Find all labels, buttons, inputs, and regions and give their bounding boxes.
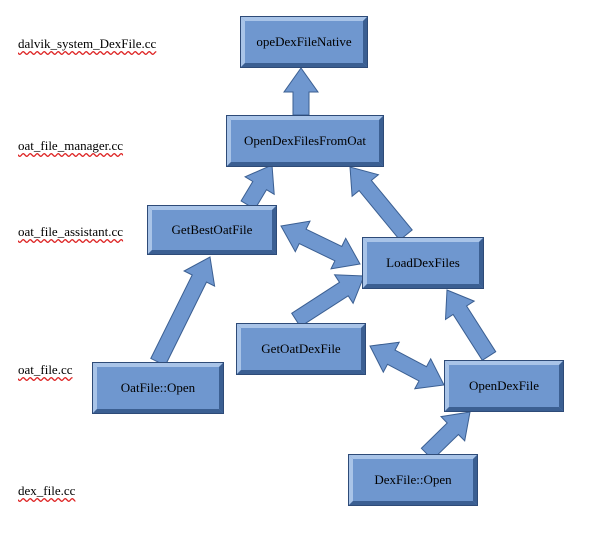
node-opeDexFileNative[interactable]: opeDexFileNative (240, 16, 368, 68)
arrow-fromoat-to-native (283, 67, 319, 116)
arrow-oatfile-to-getbest (150, 256, 216, 367)
node-OatFileOpen[interactable]: OatFile::Open (92, 362, 224, 414)
arrow-getbest-to-fromoat (240, 164, 275, 210)
node-label-GetBestOatFile: GetBestOatFile (172, 222, 253, 237)
node-label-GetOatDexFile: GetOatDexFile (261, 341, 341, 356)
node-label-LoadDexFiles: LoadDexFiles (386, 255, 460, 270)
arrow-loaddex-to-fromoat (349, 166, 413, 241)
file-label-dalvik: dalvik_system_DexFile.cc (18, 36, 157, 51)
node-OpenDexFilesFromOat[interactable]: OpenDexFilesFromOat (226, 115, 384, 167)
node-GetBestOatFile[interactable]: GetBestOatFile (147, 205, 277, 255)
arrow-getoatdex-opendex (369, 341, 445, 390)
file-label-oat-file-assistant: oat_file_assistant.cc (18, 224, 124, 239)
node-label-opeDexFileNative: opeDexFileNative (256, 34, 352, 49)
arrow-getbest-loaddex (280, 220, 361, 270)
file-label-oat-file: oat_file.cc (18, 362, 73, 377)
arrow-dexopen-to-opendex (420, 411, 471, 461)
node-OpenDexFile[interactable]: OpenDexFile (444, 360, 564, 412)
node-label-DexFileOpen: DexFile::Open (374, 472, 452, 487)
node-label-OpenDexFilesFromOat: OpenDexFilesFromOat (244, 133, 366, 148)
file-label-dex-file: dex_file.cc (18, 483, 76, 498)
node-LoadDexFiles[interactable]: LoadDexFiles (362, 237, 484, 289)
node-label-OatFileOpen: OatFile::Open (121, 380, 196, 395)
file-label-oat-file-manager: oat_file_manager.cc (18, 138, 124, 153)
node-label-OpenDexFile: OpenDexFile (469, 378, 539, 393)
arrow-opendex-to-loaddex (444, 289, 497, 361)
arrow-getoatdex-to-loaddex (291, 274, 365, 328)
node-GetOatDexFile[interactable]: GetOatDexFile (236, 323, 366, 375)
node-DexFileOpen[interactable]: DexFile::Open (348, 454, 478, 506)
